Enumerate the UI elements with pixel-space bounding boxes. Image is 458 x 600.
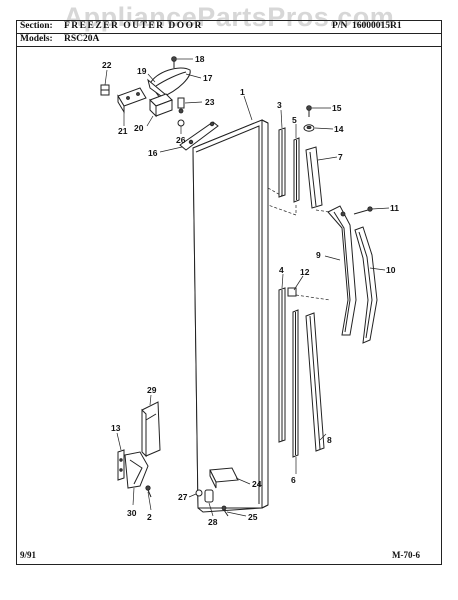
models-value: RSC20A	[64, 34, 100, 44]
bottom-bracket-24	[209, 467, 239, 489]
plug-14	[303, 124, 315, 132]
diagram-frame	[16, 20, 442, 565]
callout-27: 27	[178, 492, 188, 502]
bottom-hinge-30	[124, 451, 149, 489]
watermark-text: AppliancePartsPros.com	[63, 2, 395, 32]
hinge-pin-23	[177, 97, 185, 114]
upper-trim-strip-7	[305, 146, 323, 209]
callout-7: 7	[338, 152, 343, 162]
callout-24: 24	[252, 479, 262, 489]
leader-lines	[104, 58, 390, 517]
lower-trim-strip-8	[305, 312, 325, 452]
hinge-pin-28	[204, 489, 214, 503]
callout-30: 30	[127, 508, 137, 518]
lower-gasket-strip-4	[278, 287, 286, 443]
footer-date: 9/91	[20, 550, 37, 560]
screw-18	[171, 56, 177, 68]
door-panel	[192, 119, 269, 513]
clip-12	[287, 287, 331, 301]
screw-15	[306, 105, 312, 117]
models-label: Models:	[20, 34, 53, 44]
header-divider-2	[16, 46, 442, 47]
callout-6: 6	[291, 475, 296, 485]
pn-value: 16000015R1	[352, 21, 402, 31]
callout-1: 1	[240, 87, 245, 97]
hinge-bar-16	[179, 121, 219, 151]
callout-16: 16	[148, 148, 158, 158]
spacer-26	[177, 119, 185, 127]
screw-25	[221, 505, 229, 517]
hinge-block-20	[149, 93, 173, 118]
callout-5: 5	[292, 115, 297, 125]
callout-11: 11	[390, 203, 399, 213]
callout-13: 13	[111, 423, 121, 433]
callout-9: 9	[316, 250, 321, 260]
footer-page-code: M-70-6	[392, 550, 420, 560]
callout-29: 29	[147, 385, 157, 395]
callout-3: 3	[277, 100, 282, 110]
callout-28: 28	[208, 517, 218, 527]
callout-15: 15	[332, 103, 342, 113]
callout-19: 19	[137, 66, 147, 76]
section-label: Section:	[20, 21, 53, 31]
callout-18: 18	[195, 54, 205, 64]
section-title: FREEZER OUTER DOOR	[64, 21, 203, 31]
callout-22: 22	[102, 60, 112, 70]
bottom-bracket-29	[141, 401, 161, 458]
callout-4: 4	[279, 265, 284, 275]
upper-gasket-strip-3	[278, 127, 286, 198]
callout-25: 25	[248, 512, 258, 522]
callout-8: 8	[327, 435, 332, 445]
callout-21: 21	[118, 126, 128, 136]
bushing-27	[195, 489, 203, 497]
pn-label: P/N	[332, 21, 348, 31]
callout-10: 10	[386, 265, 396, 275]
callout-12: 12	[300, 267, 310, 277]
callout-14: 14	[334, 124, 344, 134]
handle-base-9	[327, 205, 357, 336]
hinge-cover-17	[149, 67, 191, 99]
callout-26: 26	[176, 135, 186, 145]
bottom-plate-13	[117, 449, 125, 481]
hinge-plate-21	[117, 87, 147, 114]
callout-labels: 1 2 3 4 5 6 7 8 9 10 11 12 13 14 15 16 1…	[102, 54, 399, 527]
callout-20: 20	[134, 123, 144, 133]
header-divider-1	[16, 33, 442, 34]
callout-2: 2	[147, 512, 152, 522]
callout-23: 23	[205, 97, 215, 107]
screw-11	[353, 206, 373, 215]
lower-narrow-strip-6	[292, 309, 299, 458]
handle-outer-10	[354, 226, 378, 344]
callout-17: 17	[203, 73, 213, 83]
screw-2	[145, 485, 152, 498]
upper-narrow-strip-5	[293, 137, 300, 203]
clip-22	[100, 84, 110, 96]
